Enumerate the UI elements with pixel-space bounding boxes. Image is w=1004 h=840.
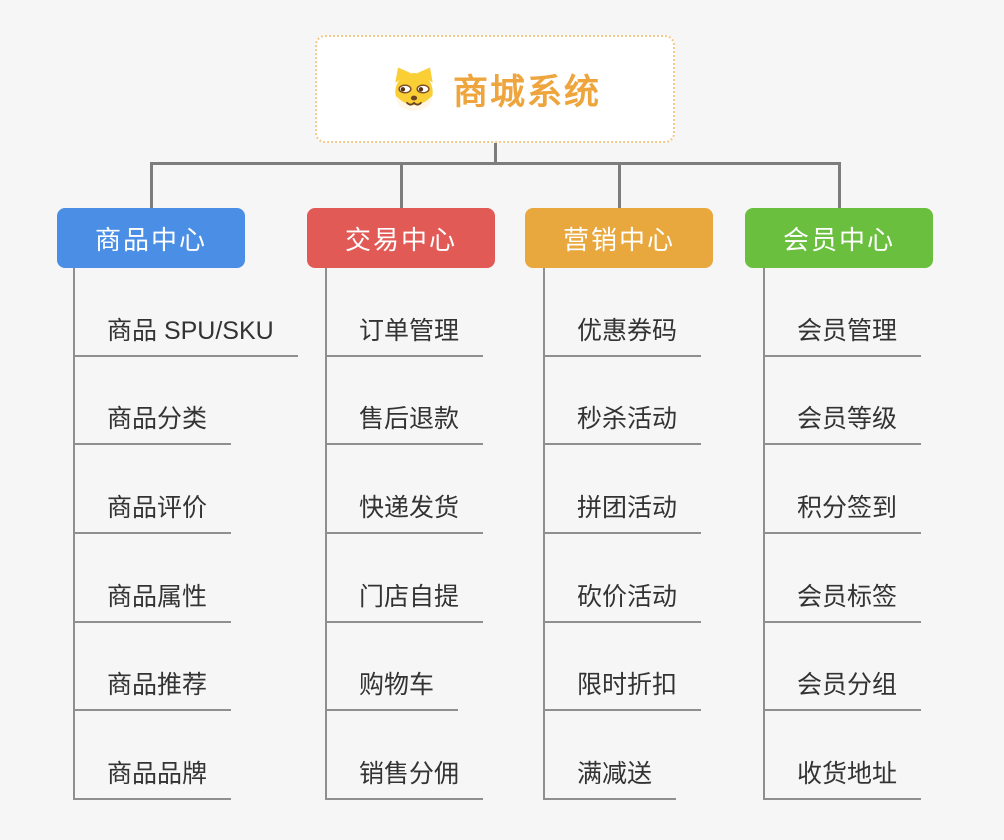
- branch-column-marketing-center: 优惠券码秒杀活动拼团活动砍价活动限时折扣满减送: [543, 268, 702, 801]
- child-topic[interactable]: 商品分类: [75, 357, 232, 446]
- connector-drop-member-center: [837, 162, 841, 208]
- child-topic[interactable]: 限时折扣: [545, 623, 702, 712]
- connector-drop-trade-center: [399, 162, 403, 208]
- connector-rail: [149, 162, 841, 165]
- child-topic[interactable]: 会员分组: [765, 623, 922, 712]
- child-topic[interactable]: 快递发货: [327, 445, 484, 535]
- child-topic[interactable]: 秒杀活动: [545, 357, 702, 446]
- child-topic[interactable]: 商品 SPU/SKU: [75, 268, 298, 357]
- connector-drop-product-center: [149, 162, 153, 208]
- child-topic[interactable]: 优惠券码: [545, 268, 702, 357]
- child-topic[interactable]: 满减送: [545, 711, 677, 801]
- connector-root-stem: [493, 143, 497, 165]
- shiba-dog-icon: [395, 67, 433, 111]
- branch-column-member-center: 会员管理会员等级积分签到会员标签会员分组收货地址: [763, 268, 922, 801]
- root-title: 商城系统: [452, 72, 601, 112]
- branch-node-product-center[interactable]: 商品中心: [57, 208, 245, 268]
- branch-node-member-center[interactable]: 会员中心: [745, 208, 933, 268]
- child-topic[interactable]: 销售分佣: [327, 711, 484, 801]
- child-topic[interactable]: 积分签到: [765, 445, 922, 535]
- child-topic[interactable]: 收货地址: [765, 711, 922, 801]
- child-topic[interactable]: 购物车: [327, 623, 459, 712]
- child-topic[interactable]: 砍价活动: [545, 534, 702, 623]
- child-topic[interactable]: 商品品牌: [75, 711, 232, 801]
- branch-column-trade-center: 订单管理售后退款快递发货门店自提购物车销售分佣: [325, 268, 484, 801]
- connector-drop-marketing-center: [617, 162, 621, 208]
- child-topic[interactable]: 拼团活动: [545, 445, 702, 535]
- child-topic[interactable]: 门店自提: [327, 534, 484, 623]
- child-topic[interactable]: 售后退款: [327, 357, 484, 446]
- child-topic[interactable]: 订单管理: [327, 268, 484, 357]
- branch-node-trade-center[interactable]: 交易中心: [307, 208, 495, 268]
- child-topic[interactable]: 会员管理: [765, 268, 922, 357]
- root-node[interactable]: 商城系统: [315, 35, 675, 143]
- branch-node-marketing-center[interactable]: 营销中心: [525, 208, 713, 268]
- child-topic[interactable]: 商品属性: [75, 534, 232, 623]
- child-topic[interactable]: 会员等级: [765, 357, 922, 446]
- child-topic[interactable]: 商品推荐: [75, 623, 232, 712]
- child-topic[interactable]: 会员标签: [765, 534, 922, 623]
- child-topic[interactable]: 商品评价: [75, 445, 232, 535]
